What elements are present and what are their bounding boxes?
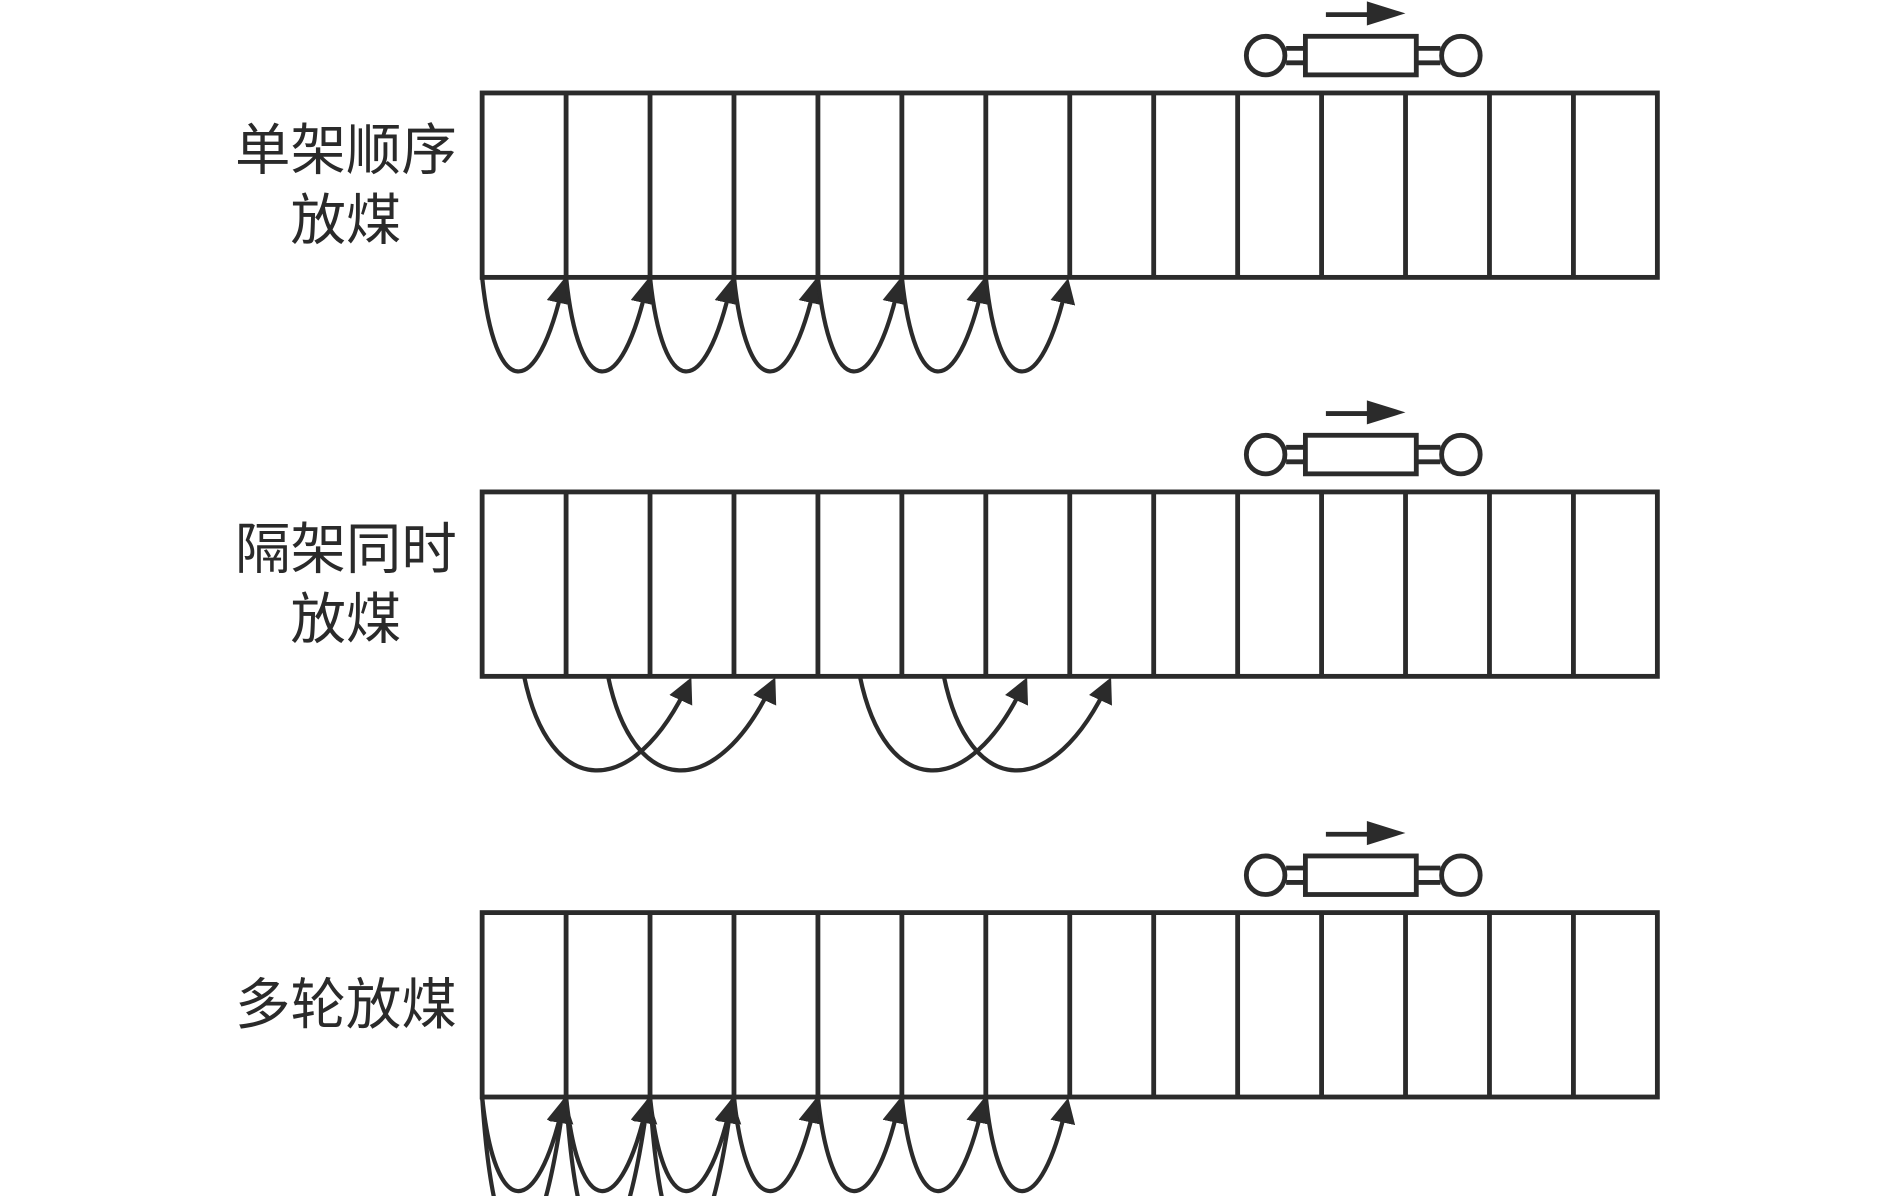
caving-sequence-arrow	[731, 1096, 824, 1194]
shearer-icon	[1243, 400, 1483, 477]
caving-sequence-arrow	[647, 1096, 742, 1196]
caving-sequence-arrow	[522, 675, 693, 773]
shearer-body	[1302, 33, 1419, 78]
row-label: 隔架同时	[235, 518, 457, 582]
row-label: 放煤	[290, 189, 401, 253]
caving-sequence-arrow	[857, 675, 1029, 773]
caving-sequence-arrow	[563, 1096, 656, 1194]
caving-sequence-arrow	[480, 1096, 574, 1196]
row-label: 单架顺序	[235, 119, 457, 183]
caving-sequence-arrow	[480, 1096, 572, 1194]
caving-sequence-arrow	[815, 277, 908, 374]
shearer-body	[1302, 853, 1419, 897]
shearer-drum-right	[1439, 853, 1483, 897]
caving-sequence-arrow	[605, 675, 777, 773]
shearer-drum-left	[1243, 432, 1288, 477]
shearer-drum-right	[1439, 33, 1483, 78]
caving-sequence-arrow	[647, 1096, 740, 1194]
caving-sequence-arrow	[563, 277, 656, 374]
caving-sequence-arrow	[983, 1096, 1076, 1194]
scheme-row: 多轮放煤	[235, 820, 1660, 1196]
shearer-drum-right	[1439, 432, 1483, 477]
direction-arrow-head	[1366, 400, 1406, 425]
shearer-body	[1302, 432, 1419, 477]
caving-sequence-arrow	[899, 1096, 992, 1194]
direction-arrow-head	[1366, 1, 1406, 26]
caving-sequence-arrow	[899, 277, 992, 374]
caving-sequence-arrow	[563, 1096, 658, 1196]
shearer-icon	[1243, 820, 1483, 897]
direction-arrow-head	[1366, 820, 1406, 846]
shearer-drum-left	[1243, 33, 1288, 78]
caving-sequence-arrow	[731, 277, 824, 374]
caving-sequence-arrow	[983, 277, 1076, 374]
row-label: 放煤	[290, 588, 401, 652]
caving-sequence-arrow	[941, 675, 1112, 773]
row-label: 多轮放煤	[235, 974, 457, 1038]
shearer-drum-left	[1243, 853, 1288, 897]
caving-sequence-arrow	[480, 277, 572, 374]
caving-sequence-arrow	[815, 1096, 908, 1194]
caving-sequence-arrow	[647, 277, 740, 374]
shearer-icon	[1243, 1, 1483, 78]
